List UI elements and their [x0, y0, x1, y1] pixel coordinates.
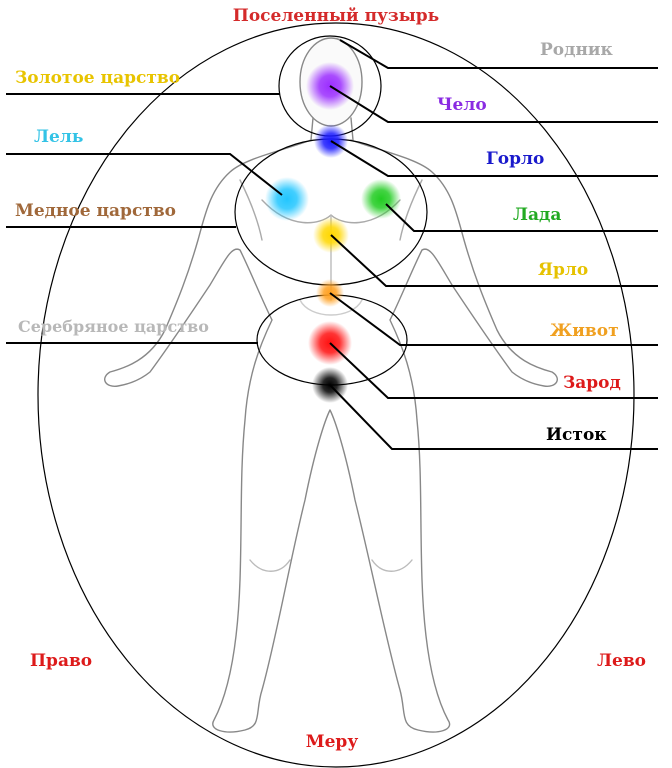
label-istok: Исток [546, 425, 607, 445]
label-yarlo: Ярло [538, 260, 588, 280]
label-levo: Лево [597, 651, 646, 671]
label-silver-realm: Серебряное царство [18, 317, 209, 336]
label-gorlo: Горло [486, 149, 544, 169]
label-chelo: Чело [437, 95, 487, 115]
aura-ellipse [37, 22, 635, 768]
label-zarod: Зарод [563, 373, 621, 393]
title-label: Поселенный пузырь [233, 6, 439, 26]
leader-rodnik [339, 39, 658, 69]
label-zhivot: Живот [550, 321, 619, 341]
leader-chelo [329, 85, 658, 123]
leader-lel [6, 153, 283, 196]
label-pravo: Право [30, 651, 92, 671]
label-copper-realm: Медное царство [15, 201, 176, 221]
chakra-lel-glow [265, 177, 309, 221]
leader-zarod [329, 342, 658, 399]
leader-istok [329, 384, 658, 450]
leader-gorlo [330, 140, 658, 177]
label-golden-realm: Золотое царство [15, 68, 180, 88]
leader-lada [385, 203, 658, 232]
leader-yarlo [330, 234, 658, 287]
leader-lines [6, 39, 658, 450]
label-rodnik: Родник [540, 40, 614, 60]
label-lada: Лада [513, 205, 561, 225]
label-meru: Меру [306, 732, 359, 752]
label-lel: Лель [34, 127, 83, 147]
leader-zhivot [329, 292, 658, 346]
